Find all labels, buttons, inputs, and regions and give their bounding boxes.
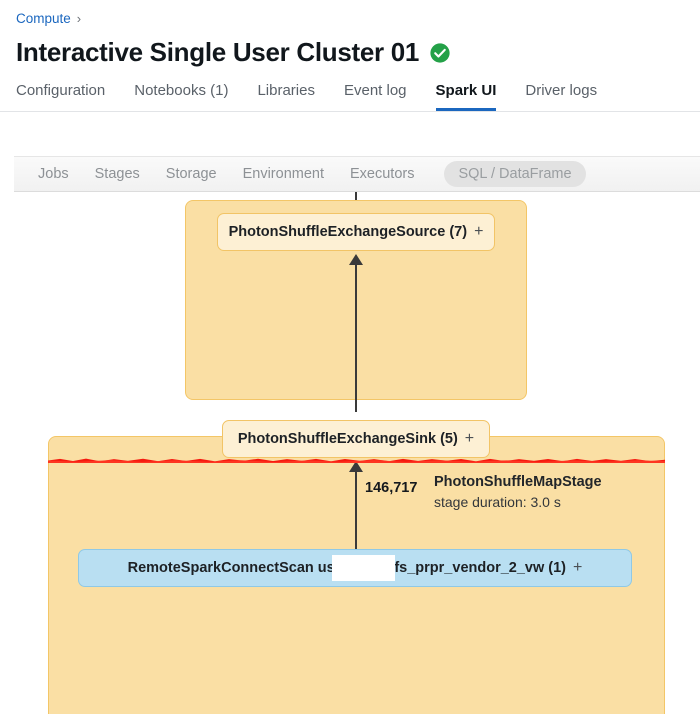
breadcrumb-link-compute[interactable]: Compute: [16, 11, 71, 26]
edge-label-scan-rows: 146,717: [365, 480, 418, 496]
cluster-tabs: Configuration Notebooks (1) Libraries Ev…: [16, 82, 684, 111]
spark-sub-navigation: Jobs Stages Storage Environment Executor…: [14, 156, 700, 192]
stage-duration-label: stage duration: 3.0 s: [434, 494, 561, 510]
stage-metadata: PhotonShuffleMapStage stage duration: 3.…: [434, 474, 602, 510]
spark-nav-stages[interactable]: Stages: [94, 166, 140, 182]
edge-scan-to-sink: [355, 467, 357, 549]
node-scan-label-suffix: nd.fs_prpr_vendor_2_vw (1): [372, 560, 567, 576]
title-row: Interactive Single User Cluster 01: [16, 37, 684, 68]
edge-sink-to-source: [355, 258, 357, 412]
stage-name-label: PhotonShuffleMapStage: [434, 474, 602, 490]
node-sink-label: PhotonShuffleExchangeSink (5): [237, 431, 458, 447]
spark-nav-storage[interactable]: Storage: [165, 166, 217, 182]
spark-nav-sql-dataframe[interactable]: SQL / DataFrame: [444, 161, 586, 187]
query-plan-graph: PhotonShuffleMapStage stage duration: 3.…: [0, 192, 700, 714]
breadcrumb: Compute ›: [16, 10, 684, 28]
arrowhead-to-source-icon: [349, 254, 363, 265]
tab-libraries[interactable]: Libraries: [257, 82, 315, 99]
node-source-label: PhotonShuffleExchangeSource (7): [228, 224, 468, 240]
spark-nav-jobs[interactable]: Jobs: [38, 166, 69, 182]
redaction-overlay: [332, 555, 395, 581]
tab-event-log[interactable]: Event log: [343, 82, 407, 99]
tab-notebooks[interactable]: Notebooks (1): [134, 82, 229, 99]
expand-sink-icon[interactable]: +: [464, 430, 475, 447]
red-annotation-line: [48, 454, 665, 463]
breadcrumb-separator-icon: ›: [76, 11, 82, 26]
tab-driver-logs[interactable]: Driver logs: [525, 82, 598, 99]
page-header: Compute › Interactive Single User Cluste…: [0, 0, 700, 111]
spark-nav-executors[interactable]: Executors: [350, 166, 415, 182]
node-photon-shuffle-exchange-source[interactable]: PhotonShuffleExchangeSource (7) +: [217, 213, 495, 251]
spark-ui-frame: Jobs Stages Storage Environment Executor…: [0, 122, 700, 714]
expand-source-icon[interactable]: +: [474, 223, 484, 240]
expand-scan-icon[interactable]: +: [573, 559, 583, 576]
check-circle-icon: [429, 42, 451, 64]
spark-nav-environment[interactable]: Environment: [242, 166, 324, 182]
tab-configuration[interactable]: Configuration: [16, 82, 106, 99]
node-photon-shuffle-exchange-sink[interactable]: PhotonShuffleExchangeSink (5) +: [222, 420, 490, 458]
arrowhead-to-sink-icon: [349, 461, 363, 472]
page-title: Interactive Single User Cluster 01: [16, 37, 420, 67]
edge-top-stub: [355, 192, 357, 200]
tab-spark-ui[interactable]: Spark UI: [435, 82, 497, 111]
node-scan-label-prefix: RemoteSparkConnectScan users.ja: [127, 560, 373, 576]
tabs-divider: [0, 111, 700, 112]
